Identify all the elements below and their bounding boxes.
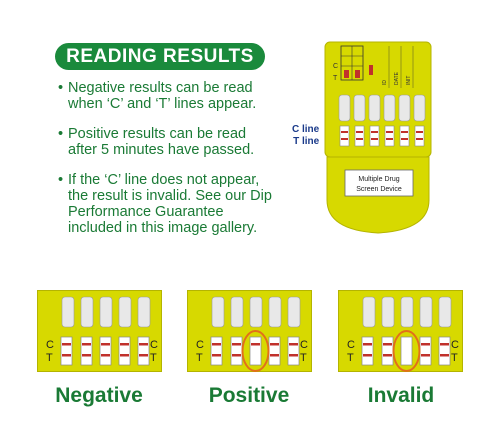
c-letter-left: C [196,339,204,351]
c-letter-right: C [150,339,158,351]
red-line-mark [369,65,373,75]
instruction-text: Negative results can be read when ‘C’ an… [68,80,257,112]
t-letter-right: T [451,352,458,364]
t-letter-left: T [46,352,53,364]
bullet-dot: • [58,172,64,188]
t-letter-left: T [347,352,354,364]
c-letter-left: C [347,339,355,351]
sample-pads [61,296,151,328]
sample-pads [338,94,426,122]
result-windows [339,125,425,147]
negative-label: Negative [55,384,143,407]
instruction-invalid: • If the ‘C’ line does not appear, the r… [58,172,278,236]
line-labels: C line T line [292,124,319,148]
red-line-mark [344,70,349,78]
bullet-dot: • [58,126,64,142]
result-windows [60,336,150,366]
sample-pads [211,296,301,328]
instruction-text: If the ‘C’ line does not appear, the res… [68,172,272,236]
c-letter-right: C [451,339,459,351]
positive-label: Positive [208,384,290,407]
highlight-circle [392,330,421,372]
result-windows [210,336,300,366]
c-line-label: C line [292,124,320,135]
invalid-label: Invalid [367,384,435,407]
positive-card: C T C T [187,290,312,372]
t-line-label: T line [293,136,320,147]
field-init-label: INIT [406,76,412,85]
cassette-t-letter: T [333,75,338,82]
sample-pads [362,296,452,328]
highlight-circle [241,330,270,372]
negative-strip-illustration: C T C T [46,296,158,366]
bullet-dot: • [58,80,64,96]
result-windows [361,336,451,366]
positive-strip-illustration: C T C T [196,296,308,372]
invalid-strip-illustration: C T C T [347,296,459,372]
t-letter-right: T [150,352,157,364]
device-label-line1: Multiple Drug [358,176,399,183]
instruction-positive: • Positive results can be read after 5 m… [58,126,278,158]
c-letter-right: C [300,339,308,351]
c-letter-left: C [46,339,54,351]
reading-results-heading: READING RESULTS [55,43,265,70]
instruction-text: Positive results can be read after 5 min… [68,126,255,158]
invalid-card: C T C T [338,290,463,372]
red-line-mark [355,70,360,78]
t-letter-right: T [300,352,307,364]
device-label-box [344,169,414,197]
t-letter-left: T [196,352,203,364]
negative-card: C T C T [37,290,162,372]
cassette-c-letter: C [333,63,338,70]
device-label-line2: Screen Device [356,186,402,193]
drug-test-cassette: C T ID DATE INIT [323,40,433,235]
field-id-label: ID [382,80,388,85]
field-date-label: DATE [394,71,400,85]
instructions-list: • Negative results can be read when ‘C’ … [58,80,278,250]
cassette-illustration: C T ID DATE INIT [324,41,432,234]
instruction-negative: • Negative results can be read when ‘C’ … [58,80,278,112]
